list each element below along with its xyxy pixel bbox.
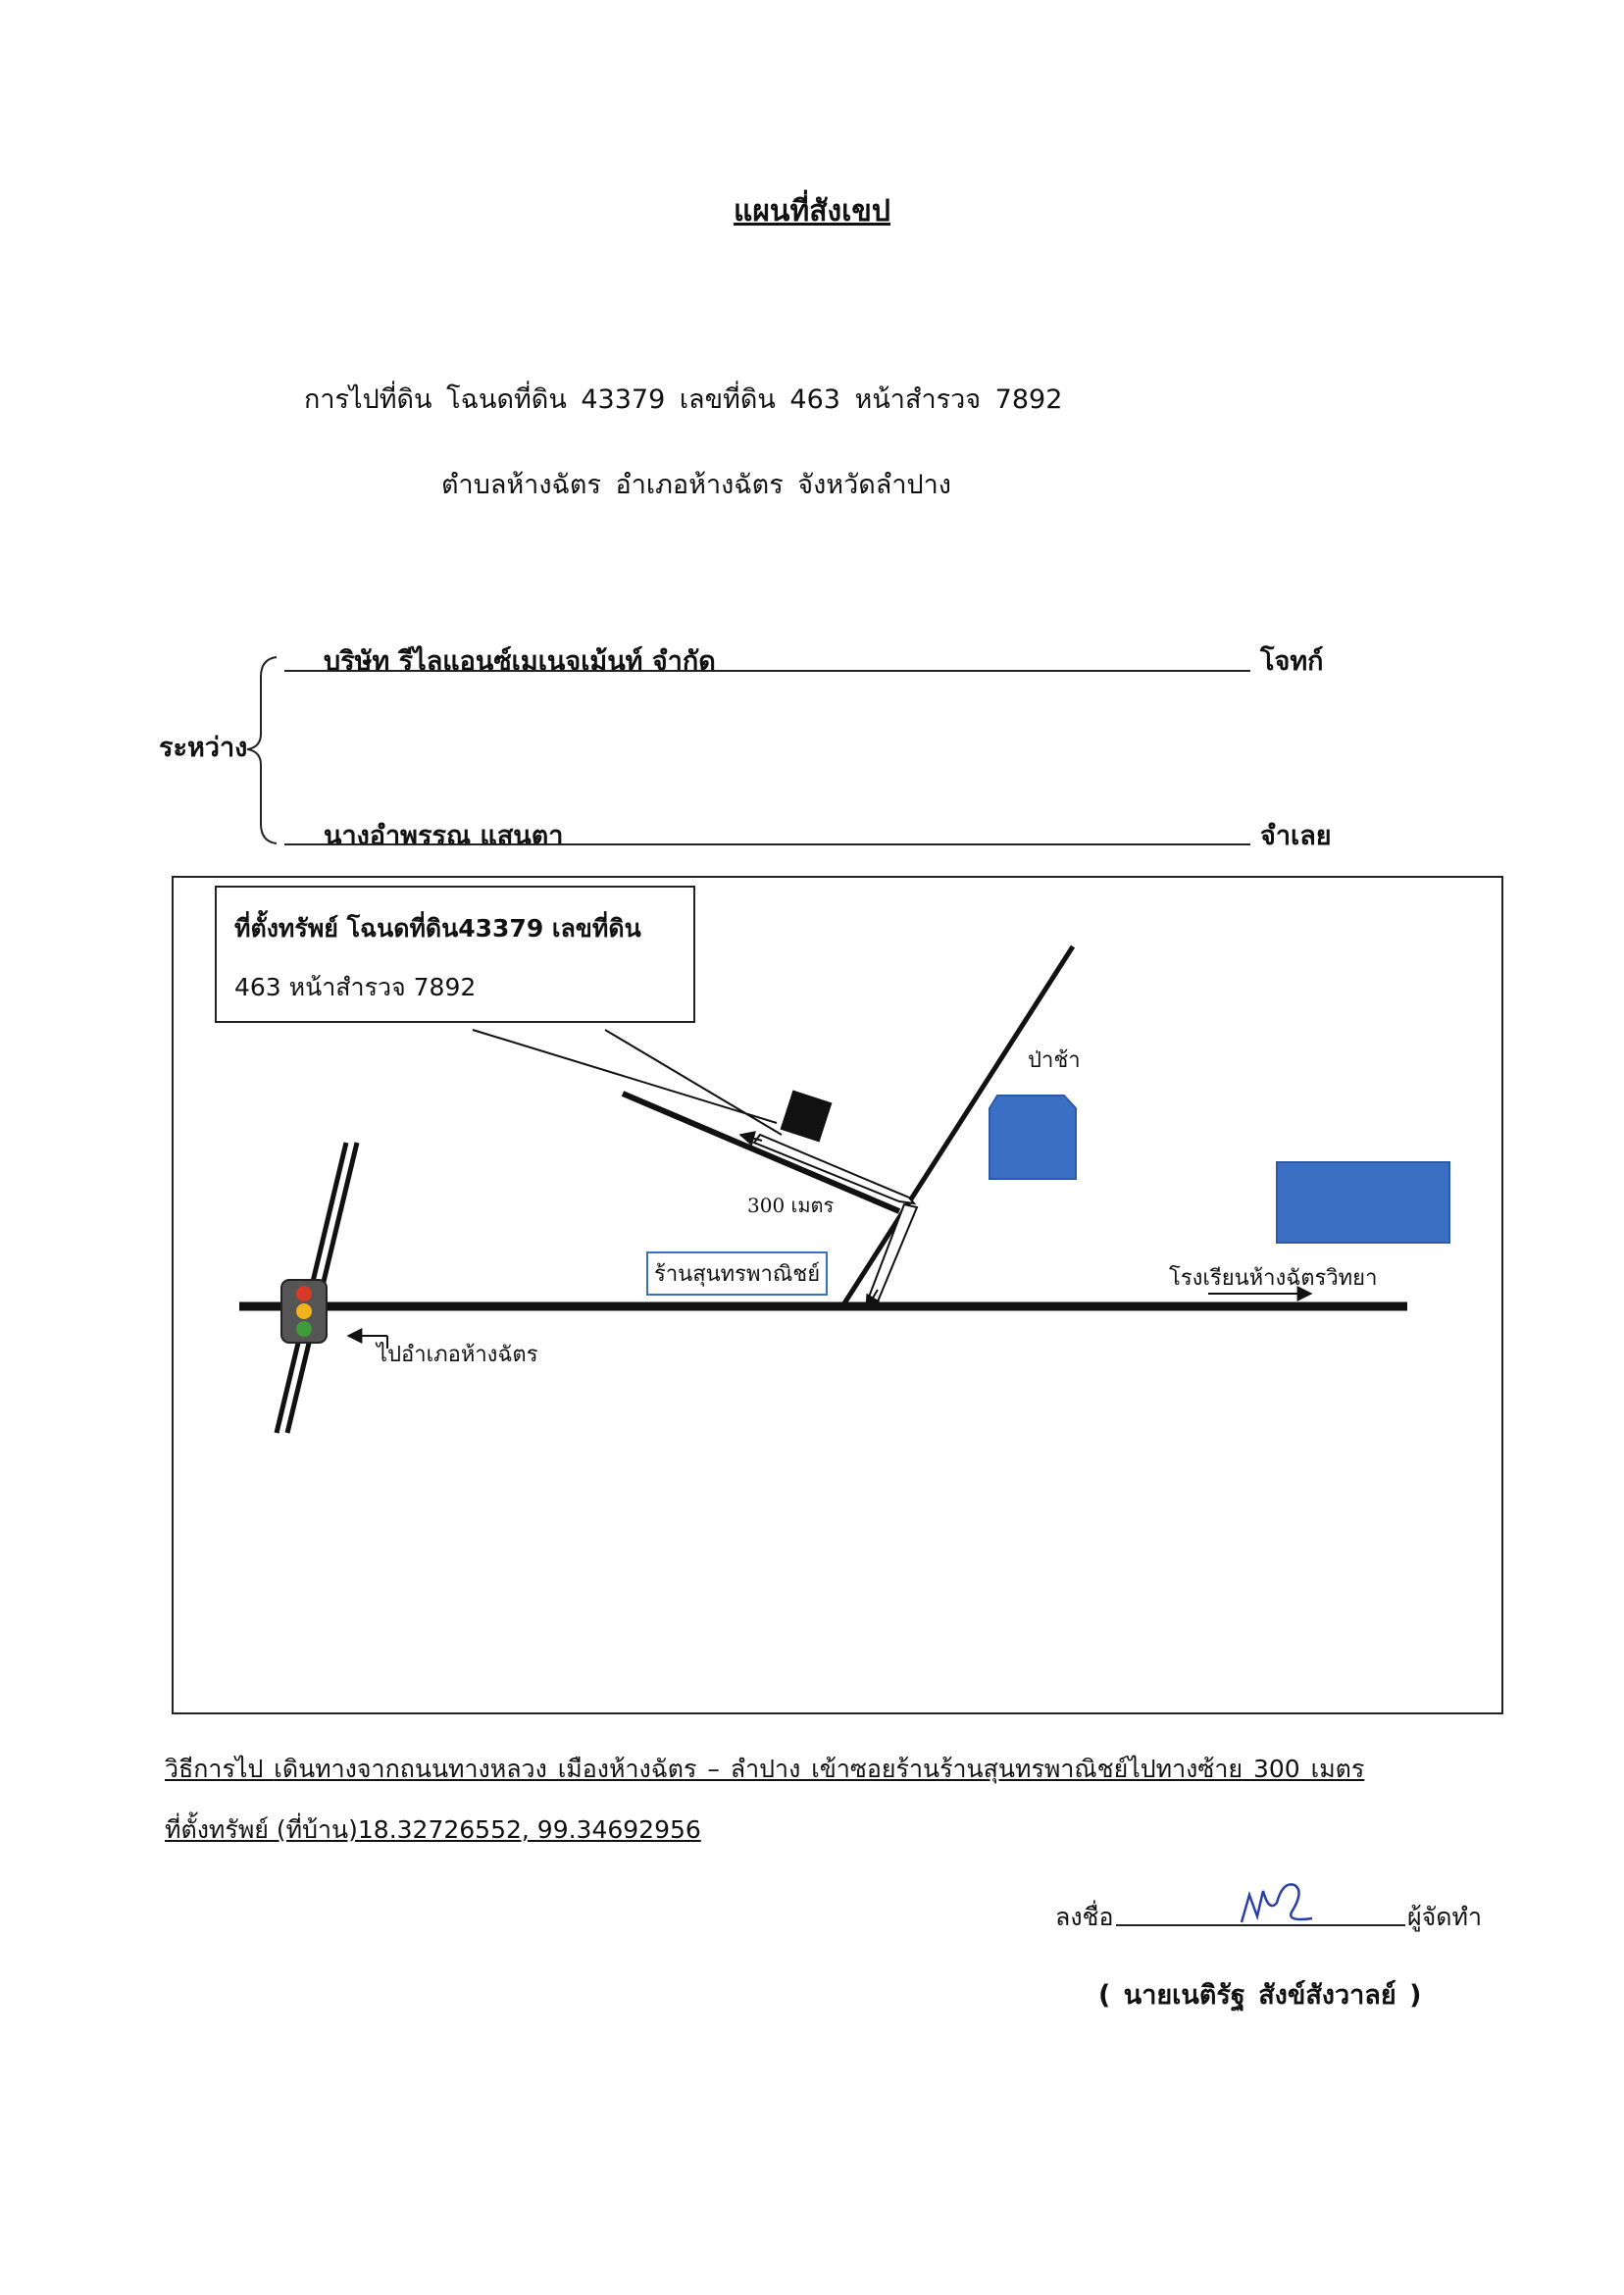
cemetery-label: ป่าช้า	[1028, 1048, 1081, 1073]
location-line: ตำบลห้างฉัตร อำเภอห้างฉัตร จังหวัดลำปาง	[441, 470, 951, 500]
property-callout: ที่ตั้งทรัพย์ โฉนดที่ดิน43379 เลขที่ดิน …	[215, 886, 695, 1023]
page-title: แผนที่สังเขป	[734, 194, 890, 229]
shop-label: ร้านสุนทรพาณิชย์	[646, 1251, 829, 1296]
callout-line-2: 463 หน้าสำรวจ 7892	[234, 973, 477, 1001]
cemetery-road	[839, 944, 1076, 1308]
property-marker	[780, 1090, 833, 1143]
district-label: ไปอำเภอห้างฉัตร	[377, 1343, 538, 1367]
sign-label: ลงชื่อ	[1055, 1903, 1114, 1931]
route-arrow-head	[738, 1131, 763, 1147]
plaintiff-role: โจทก์	[1260, 646, 1324, 677]
signature-mark	[1240, 1883, 1313, 1923]
defendant-underline	[284, 843, 1250, 845]
method-label: วิธีการไป	[165, 1755, 275, 1783]
method-text: เดินทางจากถนนทางหลวง เมืองห้างฉัตร – ลำป…	[274, 1755, 1365, 1783]
property-location: ที่ตั้งทรัพย์ (ที่บ้าน)18.32726552, 99.3…	[165, 1815, 701, 1844]
plaintiff-name: บริษัท รีไลแอนซ์เมเนจเม้นท์ จำกัด	[324, 646, 716, 677]
school-building	[1276, 1161, 1450, 1244]
school-label: โรงเรียนห้างฉัตรวิทยา	[1169, 1266, 1378, 1291]
sketch-map: ที่ตั้งทรัพย์ โฉนดที่ดิน43379 เลขที่ดิน …	[172, 876, 1503, 1714]
sign-role: ผู้จัดทำ	[1407, 1903, 1483, 1931]
map-canvas	[239, 944, 1450, 1434]
soi-road	[621, 1091, 901, 1214]
distance-label: 300 เมตร	[747, 1194, 835, 1217]
travel-method: วิธีการไป เดินทางจากถนนทางหลวง เมืองห้าง…	[165, 1750, 1364, 1789]
route-line: การไปที่ดิน โฉนดที่ดิน 43379 เลขที่ดิน 4…	[304, 384, 1063, 415]
signature-line	[1116, 1924, 1405, 1926]
parties-brace	[246, 656, 278, 844]
defendant-role: จำเลย	[1260, 821, 1332, 851]
cemetery-building	[989, 1095, 1077, 1180]
between-label: ระหว่าง	[159, 733, 248, 763]
callout-pointer-a	[472, 1029, 778, 1124]
signer-name: ( นายเนติรัฐ สังข์สังวาลย์ )	[1098, 1980, 1422, 2011]
plaintiff-underline	[284, 670, 1250, 672]
traffic-light-icon	[280, 1279, 328, 1344]
callout-pointer-b	[604, 1029, 783, 1136]
defendant-name: นางอำพรรณ แสนตา	[324, 821, 564, 851]
route-arrow-tip	[865, 1289, 881, 1311]
callout-line-1: ที่ตั้งทรัพย์ โฉนดที่ดิน43379 เลขที่ดิน	[234, 914, 641, 943]
